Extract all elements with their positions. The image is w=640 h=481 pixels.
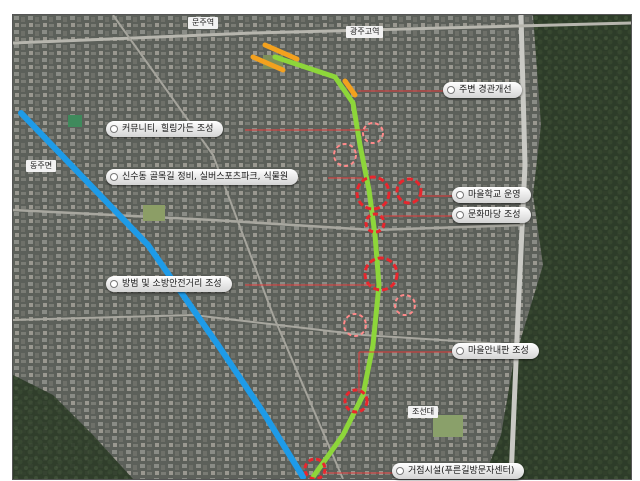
field-2 — [433, 415, 463, 437]
road-diagonal — [112, 15, 344, 479]
green-route — [272, 54, 382, 479]
place-label-bottom-school: 조선대 — [408, 406, 439, 418]
target-circle — [303, 457, 327, 479]
leader-line — [358, 351, 453, 393]
target-circle — [343, 313, 367, 337]
callout-dot — [110, 125, 118, 133]
forest-bottom-left — [13, 375, 133, 479]
field-1 — [143, 205, 165, 221]
road-top — [13, 21, 631, 45]
callout-text: 마을안내판 조성 — [468, 346, 529, 356]
callout-text: 문화마당 조성 — [468, 210, 521, 220]
callout-dot — [110, 173, 118, 181]
callout-alley-facilities: 신수동 골목길 정비, 실버스포츠파크, 식물원 — [106, 169, 299, 185]
place-label-top-station: 문주역 — [188, 17, 219, 29]
target-circle — [394, 294, 416, 316]
target-circle — [343, 388, 369, 414]
callout-dot — [456, 211, 464, 219]
callout-village-school: 마을학교 운영 — [452, 187, 531, 203]
target-circle — [364, 212, 386, 234]
forest-hill-right — [483, 15, 631, 479]
map-canvas — [13, 15, 631, 479]
callout-dot — [110, 280, 118, 288]
aerial-map — [12, 14, 632, 480]
callout-village-guide: 마을안내판 조성 — [452, 343, 539, 359]
callout-dot — [456, 347, 464, 355]
callout-hub-facility: 거점시설(푸른길방문자센터) — [392, 463, 525, 479]
callout-dot — [456, 191, 464, 199]
target-circle — [333, 143, 357, 167]
callout-community-garden: 커뮤니티, 힐링가든 조성 — [106, 121, 224, 137]
field-3 — [68, 115, 82, 127]
target-circle — [362, 122, 384, 144]
target-circle — [355, 175, 391, 211]
callout-text: 거점시설(푸른길방문자센터) — [408, 466, 515, 476]
callout-dot — [396, 467, 404, 475]
target-circle — [395, 177, 423, 205]
callout-dot — [447, 86, 455, 94]
callout-text: 마을학교 운영 — [468, 190, 521, 200]
callout-text: 주변 경관개선 — [459, 85, 512, 95]
callout-culture-yard: 문화마당 조성 — [452, 207, 531, 223]
highway-right — [508, 15, 528, 479]
place-label-left-station: 동주면 — [26, 160, 57, 172]
callout-text: 신수동 골목길 정비, 실버스포츠파크, 식물원 — [122, 172, 289, 182]
callout-text: 방범 및 소방안전거리 조성 — [122, 279, 222, 289]
blue-route — [18, 110, 306, 479]
road-middle — [13, 208, 524, 232]
target-circle — [363, 256, 399, 292]
orange-segment-3 — [342, 78, 358, 98]
orange-segment-2 — [250, 54, 286, 73]
place-label-top-right-station: 광주고역 — [346, 26, 384, 38]
callout-scenery: 주변 경관개선 — [443, 82, 522, 98]
callout-safety-street: 방범 및 소방안전거리 조성 — [106, 276, 232, 292]
orange-segment-1 — [262, 42, 300, 62]
callout-text: 커뮤니티, 힐링가든 조성 — [122, 124, 214, 134]
